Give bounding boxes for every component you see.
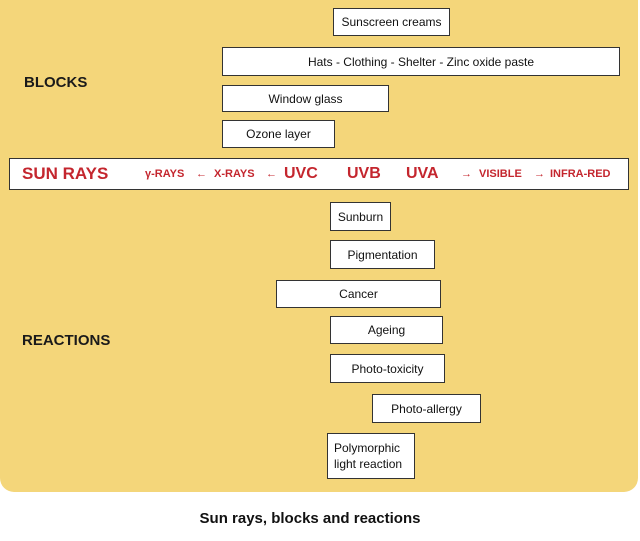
reactions-heading: REACTIONS xyxy=(22,332,111,349)
reaction-cancer: Cancer xyxy=(276,280,441,308)
sun-rays-heading: SUN RAYS xyxy=(22,164,109,183)
reaction-ageing: Ageing xyxy=(330,316,443,344)
block-ozone-layer: Ozone layer xyxy=(222,120,335,148)
uva-label: UVA xyxy=(406,165,439,182)
reaction-pigmentation: Pigmentation xyxy=(330,240,435,269)
polymorphic-line-1: Polymorphic xyxy=(334,441,401,455)
blocks-heading: BLOCKS xyxy=(24,74,88,91)
figure-caption: Sun rays, blocks and reactions xyxy=(199,510,421,527)
arrow-right-icon: → xyxy=(534,168,545,180)
block-window-glass: Window glass xyxy=(222,85,389,112)
reaction-sunburn: Sunburn xyxy=(330,202,391,231)
uvb-label: UVB xyxy=(347,165,381,182)
gamma-rays-label: γ-RAYS xyxy=(145,168,185,180)
block-hats-clothing: Hats - Clothing - Shelter - Zinc oxide p… xyxy=(222,47,620,76)
sun-rays-bar: SUN RAYS γ-RAYS ← X-RAYS ← UVC UVB UVA →… xyxy=(9,158,629,190)
block-sunscreen-creams: Sunscreen creams xyxy=(333,8,450,36)
reaction-photo-allergy: Photo-allergy xyxy=(372,394,481,423)
infra-red-label: INFRA-RED xyxy=(550,168,611,180)
diagram-panel: BLOCKS Sunscreen creams Hats - Clothing … xyxy=(0,0,638,492)
reaction-polymorphic-light: Polymorphic light reaction xyxy=(327,433,415,479)
arrow-right-icon: → xyxy=(461,168,472,180)
uvc-label: UVC xyxy=(284,165,318,182)
arrow-left-icon: ← xyxy=(196,168,207,180)
polymorphic-line-2: light reaction xyxy=(334,457,403,471)
visible-label: VISIBLE xyxy=(479,168,522,180)
x-rays-label: X-RAYS xyxy=(214,168,255,180)
arrow-left-icon: ← xyxy=(266,168,277,180)
reaction-photo-toxicity: Photo-toxicity xyxy=(330,354,445,383)
